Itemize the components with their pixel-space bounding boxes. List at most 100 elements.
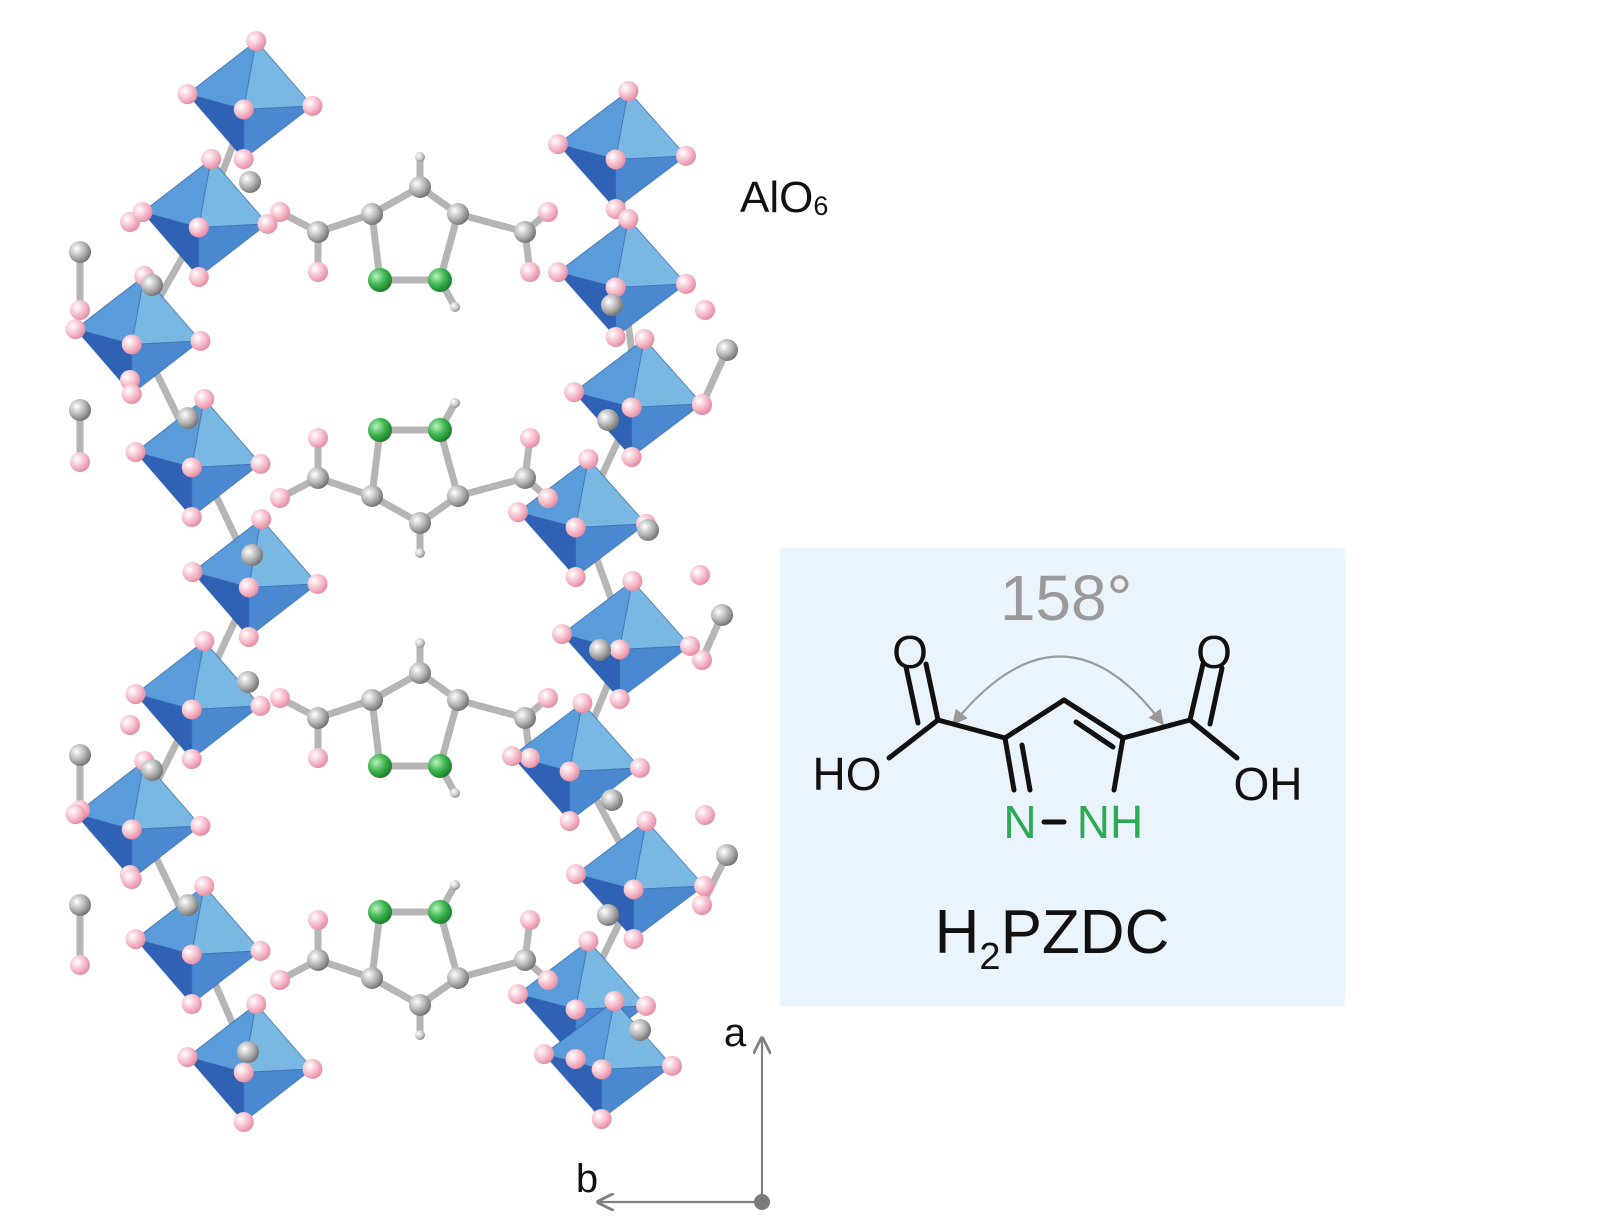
hydroxyl-left: HO: [813, 748, 882, 800]
carbon-atom: [141, 274, 163, 296]
carbon-atom: [237, 671, 259, 693]
oxygen-atom: [548, 134, 568, 155]
alo6-octahedron: [556, 89, 688, 211]
oxygen-atom: [621, 447, 642, 467]
carbon-atom: [177, 894, 199, 916]
oxygen-atom: [565, 567, 586, 587]
oxygen-atom: [520, 748, 540, 768]
carbon-atom: [361, 967, 383, 989]
compound-name: H2PZDC: [935, 898, 1170, 978]
oxygen-atom: [246, 31, 267, 51]
oxygen-atom: [565, 1049, 586, 1069]
oxygen-atom: [121, 334, 142, 355]
carbon-atom: [447, 485, 469, 507]
octahedron-face: [614, 89, 688, 160]
nitrogen-atom: [428, 268, 452, 292]
oxygen-atom: [538, 488, 558, 508]
octahedron-face: [248, 583, 320, 639]
nitrogen-atom: [428, 418, 452, 442]
oxygen-atom: [308, 910, 328, 930]
oxygen-atom: [591, 1109, 612, 1129]
oxygen-atom: [181, 457, 202, 478]
oxygen-atom: [634, 329, 655, 349]
ring-nitrogen: N: [1003, 796, 1036, 848]
oxygen-atom: [190, 330, 211, 351]
octahedron-face: [619, 645, 692, 701]
bond: [454, 474, 529, 500]
octahedron-face: [131, 825, 203, 881]
octahedron-face: [198, 223, 270, 279]
carbon-atom: [361, 689, 383, 711]
oxygen-atom: [564, 382, 584, 403]
alo6-octahedron: [556, 217, 688, 339]
oxygen-atom: [548, 262, 568, 283]
carbon-atom: [307, 949, 329, 971]
carbon-atom: [601, 294, 623, 316]
octahedron-face: [243, 1002, 314, 1073]
oxygen-atom: [181, 699, 202, 720]
framework-atoms: [65, 31, 738, 1132]
oxygen-atom: [233, 1062, 254, 1083]
oxygen-atom: [623, 879, 644, 900]
oxygen-atom: [618, 81, 639, 101]
alo6-label: AlO6: [740, 173, 828, 222]
hydrogen-atom: [450, 398, 460, 408]
oxygen-atom: [538, 688, 558, 708]
oxygen-atom: [538, 202, 558, 222]
alo6-octahedron: [560, 579, 692, 701]
oxygen-atom: [188, 267, 209, 287]
axis-a-label: a: [724, 1011, 747, 1055]
oxygen-atom: [662, 1055, 682, 1076]
octahedron-face: [191, 463, 263, 519]
bond: [454, 956, 529, 982]
oxygen-atom: [65, 319, 86, 340]
oxygen-atom: [695, 805, 715, 825]
oxygen-atom: [538, 970, 558, 990]
oxygen-atom: [233, 149, 254, 169]
oxygen-atom: [70, 300, 90, 320]
oxygen-atom: [270, 202, 290, 222]
oxygen-atom: [609, 689, 630, 709]
oxygen-atom: [302, 95, 323, 116]
nitrogen-atom: [368, 268, 392, 292]
carbon-atom: [514, 707, 536, 729]
framework-model: [65, 31, 738, 1132]
octahedron-face: [243, 39, 314, 110]
oxygen-atom: [566, 864, 586, 885]
oxygen-atom: [609, 639, 630, 660]
oxygen-atom: [194, 876, 215, 896]
carbon-atom: [307, 707, 329, 729]
oxygen-atom: [692, 895, 712, 915]
oxygen-atom: [695, 300, 715, 320]
octahedron-face: [568, 701, 642, 772]
oxygen-atom: [65, 804, 86, 825]
oxygen-atom: [308, 428, 328, 448]
oxygen-atom: [578, 449, 599, 469]
alo6-octahedron: [73, 759, 203, 881]
oxygen-atom: [636, 995, 656, 1016]
carbonyl-oxygen-right: O: [1196, 626, 1232, 678]
oxygen-atom: [520, 910, 540, 930]
alo6-octahedron: [574, 819, 706, 941]
carbon-atom: [597, 409, 619, 431]
carbon-atom: [637, 519, 659, 541]
oxygen-atom: [250, 940, 271, 961]
ligand-panel-background: [780, 548, 1345, 1006]
carbonyl-oxygen-left: O: [892, 626, 928, 678]
bond: [454, 696, 529, 722]
oxygen-atom: [201, 149, 222, 169]
oxygen-atom: [520, 262, 540, 282]
hydrogen-atom: [415, 1030, 425, 1040]
oxygen-atom: [251, 509, 272, 529]
oxygen-atom: [181, 749, 202, 769]
carbon-atom: [361, 485, 383, 507]
oxygen-atom: [177, 1047, 198, 1068]
oxygen-atom: [233, 1112, 254, 1132]
oxygen-atom: [502, 746, 522, 767]
oxygen-atom: [190, 815, 211, 836]
oxygen-atom: [70, 452, 90, 472]
carbon-atom: [141, 759, 163, 781]
carbon-atom: [711, 604, 733, 626]
oxygen-atom: [188, 217, 209, 238]
carbon-atom: [409, 994, 431, 1016]
